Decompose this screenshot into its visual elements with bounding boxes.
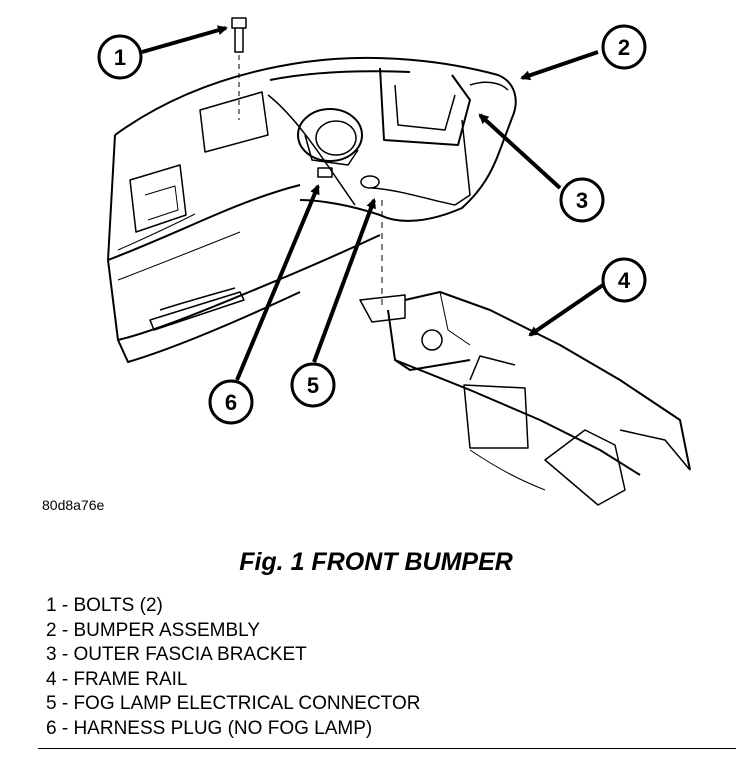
arrow-5 bbox=[312, 198, 376, 363]
svg-text:5: 5 bbox=[307, 373, 319, 398]
arrow-2 bbox=[520, 50, 599, 81]
bottom-divider bbox=[38, 748, 736, 749]
legend-list: 1 - BOLTS (2) 2 - BUMPER ASSEMBLY 3 - OU… bbox=[46, 594, 420, 741]
legend-item: 5 - FOG LAMP ELECTRICAL CONNECTOR bbox=[46, 693, 421, 714]
callout-1: 1 bbox=[97, 34, 143, 80]
leader-arrows bbox=[141, 25, 605, 381]
legend-item: 4 - FRAME RAIL bbox=[46, 668, 188, 690]
legend-item: 6 - HARNESS PLUG (NO FOG LAMP) bbox=[46, 717, 373, 739]
callout-3: 3 bbox=[559, 177, 605, 223]
legend-item: 3 - OUTER FASCIA BRACKET bbox=[46, 644, 307, 665]
front-bumper-illustration: 1 2 3 4 5 6 bbox=[97, 17, 691, 506]
svg-text:2: 2 bbox=[618, 35, 630, 60]
callout-5: 5 bbox=[290, 362, 336, 408]
svg-text:1: 1 bbox=[114, 45, 126, 70]
legend-item: 1 - BOLTS (2) bbox=[46, 595, 163, 616]
figure-caption: Fig. 1 FRONT BUMPER bbox=[239, 548, 513, 576]
svg-text:3: 3 bbox=[576, 188, 588, 213]
callout-6: 6 bbox=[208, 379, 254, 425]
callout-4: 4 bbox=[601, 257, 647, 303]
svg-text:4: 4 bbox=[618, 268, 631, 293]
bumper-assembly-drawing bbox=[107, 17, 517, 363]
arrow-6 bbox=[235, 184, 320, 381]
arrow-3 bbox=[478, 113, 562, 190]
legend-item: 2 - BUMPER ASSEMBLY bbox=[46, 619, 260, 641]
figure-reference-code: 80d8a76e bbox=[42, 497, 105, 513]
svg-text:6: 6 bbox=[225, 390, 237, 415]
arrow-1 bbox=[141, 25, 228, 54]
callout-2: 2 bbox=[601, 24, 647, 70]
arrow-4 bbox=[528, 283, 605, 337]
frame-rail-drawing bbox=[359, 291, 691, 506]
